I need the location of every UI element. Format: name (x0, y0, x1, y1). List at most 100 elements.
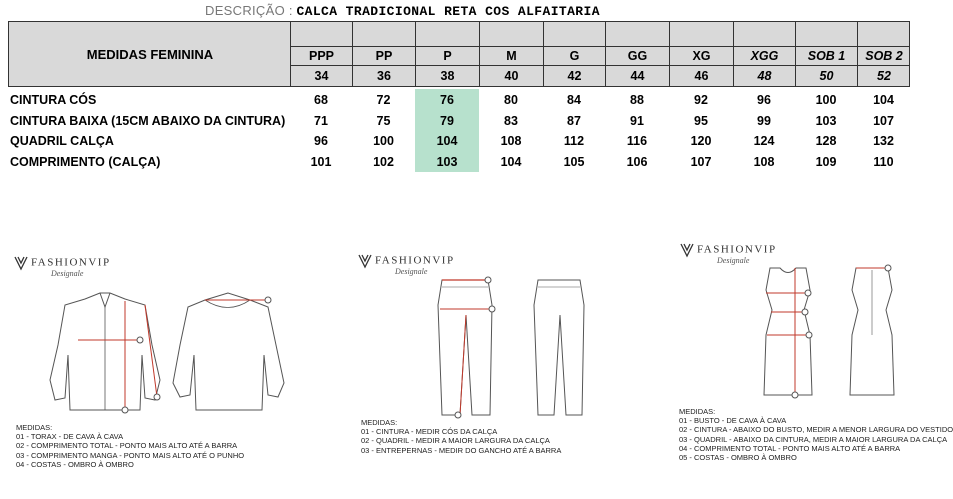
size-label: PP (353, 46, 415, 65)
size-header-blank (796, 22, 857, 46)
note-line: 04 - COMPRIMENTO TOTAL - PONTO MAIS ALTO… (679, 443, 901, 453)
table-cell: 104 (436, 134, 458, 148)
size-label: PPP (291, 46, 352, 65)
table-cell: 68 (314, 93, 328, 107)
size-number: 36 (353, 65, 415, 86)
size-header-blank (291, 22, 352, 46)
pants-notes: MEDIDAS: 01 - CINTURA - MEDIR CÓS DA CAL… (361, 418, 561, 455)
row-label: QUADRIL CALÇA (10, 134, 114, 148)
size-header-blank (353, 22, 415, 46)
table-cell: 96 (757, 93, 771, 107)
description-value: CALCA TRADICIONAL RETA COS ALFAITARIA (296, 4, 600, 19)
size-label: XGG (734, 46, 795, 65)
table-cell: 103 (436, 155, 458, 169)
table-cell: 99 (757, 114, 771, 128)
note-line: 02 - QUADRIL - MEDIR A MAIOR LARGURA DA … (361, 436, 550, 446)
size-label: XG (670, 46, 733, 65)
table-cell: 128 (815, 134, 837, 148)
note-line: 01 - CINTURA - MEDIR CÓS DA CALÇA (361, 427, 498, 437)
table-cell: 83 (504, 114, 518, 128)
note-line: 04 - COSTAS - OMBRO À OMBRO (16, 459, 134, 469)
size-number: 50 (796, 65, 857, 86)
table-cell: 104 (500, 155, 522, 169)
size-label: GG (606, 46, 669, 65)
size-number: 40 (480, 65, 543, 86)
brand-signature: Designale (717, 256, 750, 265)
table-cell: 105 (563, 155, 585, 169)
note-line: 01 - TORAX - DE CAVA À CAVA (16, 432, 124, 442)
table-cell: 108 (753, 155, 775, 169)
size-number: 34 (291, 65, 352, 86)
table-cell: 104 (873, 93, 894, 107)
size-number: 44 (606, 65, 669, 86)
size-header-blank (606, 22, 669, 46)
table-cell: 116 (626, 134, 648, 148)
shirt-front-back-drawing (49, 292, 285, 414)
size-label: G (544, 46, 605, 65)
table-cell: 71 (314, 114, 328, 128)
description-label: DESCRIÇÃO : (205, 3, 293, 18)
brand-signature: Designale (51, 269, 84, 278)
table-cell: 103 (815, 114, 837, 128)
note-line: MEDIDAS: (361, 418, 398, 427)
hanger-logo-icon (358, 254, 372, 269)
note-line: 03 - ENTREPERNAS - MEDIR DO GANCHO ATÉ A… (361, 445, 562, 455)
hanger-logo-icon (14, 256, 28, 271)
table-cell: 87 (567, 114, 581, 128)
table-cell: 112 (563, 134, 585, 148)
table-cell: 80 (504, 93, 518, 107)
dress-front-back-drawing (763, 264, 895, 399)
table-cell: 107 (690, 155, 712, 169)
brand-name: FASHIONVIP (31, 256, 111, 269)
size-header-blank (416, 22, 479, 46)
size-header-blank (670, 22, 733, 46)
selected-size-highlight (415, 89, 479, 172)
size-label: P (416, 46, 479, 65)
table-cell: 92 (694, 93, 708, 107)
table-cell: 100 (815, 93, 837, 107)
size-number: 38 (416, 65, 479, 86)
row-label: COMPRIMENTO (CALÇA) (10, 155, 161, 169)
size-label: M (480, 46, 543, 65)
table-cell: 91 (630, 114, 644, 128)
note-line: 03 - QUADRIL - ABAIXO DA CINTURA, MEDIR … (679, 434, 948, 444)
table-cell: 124 (753, 134, 775, 148)
note-line: MEDIDAS: (679, 407, 716, 416)
brand-logo: FASHIONVIP Designale (680, 243, 777, 265)
brand-name: FASHIONVIP (375, 254, 455, 267)
table-cell: 88 (630, 93, 644, 107)
row-label: CINTURA BAIXA (15CM ABAIXO DA CINTURA) (10, 114, 286, 128)
table-cell: 107 (873, 114, 894, 128)
note-line: MEDIDAS: (16, 423, 53, 432)
pants-front-back-drawing (437, 276, 585, 419)
table-cell: 106 (626, 155, 648, 169)
size-number: 48 (734, 65, 795, 86)
size-number: 46 (670, 65, 733, 86)
note-line: 03 - COMPRIMENTO MANGA - PONTO MAIS ALTO… (16, 450, 245, 460)
shirt-notes: MEDIDAS: 01 - TORAX - DE CAVA À CAVA 02 … (16, 423, 244, 469)
table-cell: 101 (310, 155, 332, 169)
brand-logo: FASHIONVIP Designale (358, 254, 455, 276)
brand-name: FASHIONVIP (697, 243, 777, 256)
table-cell: 72 (376, 93, 391, 107)
table-cell: 96 (314, 134, 328, 148)
description-header: DESCRIÇÃO : CALCA TRADICIONAL RETA COS A… (205, 3, 600, 19)
table-row: CINTURA BAIXA (15CM ABAIXO DA CINTURA) 71… (0, 111, 941, 131)
note-line: 05 - COSTAS - OMBRO À OMBRO (679, 453, 797, 463)
dress-notes: MEDIDAS: 01 - BUSTO - DE CAVA À CAVA 02 … (679, 407, 953, 462)
table-cell: 75 (376, 114, 391, 128)
table-cell: 132 (873, 134, 894, 148)
table-cell: 120 (690, 134, 712, 148)
